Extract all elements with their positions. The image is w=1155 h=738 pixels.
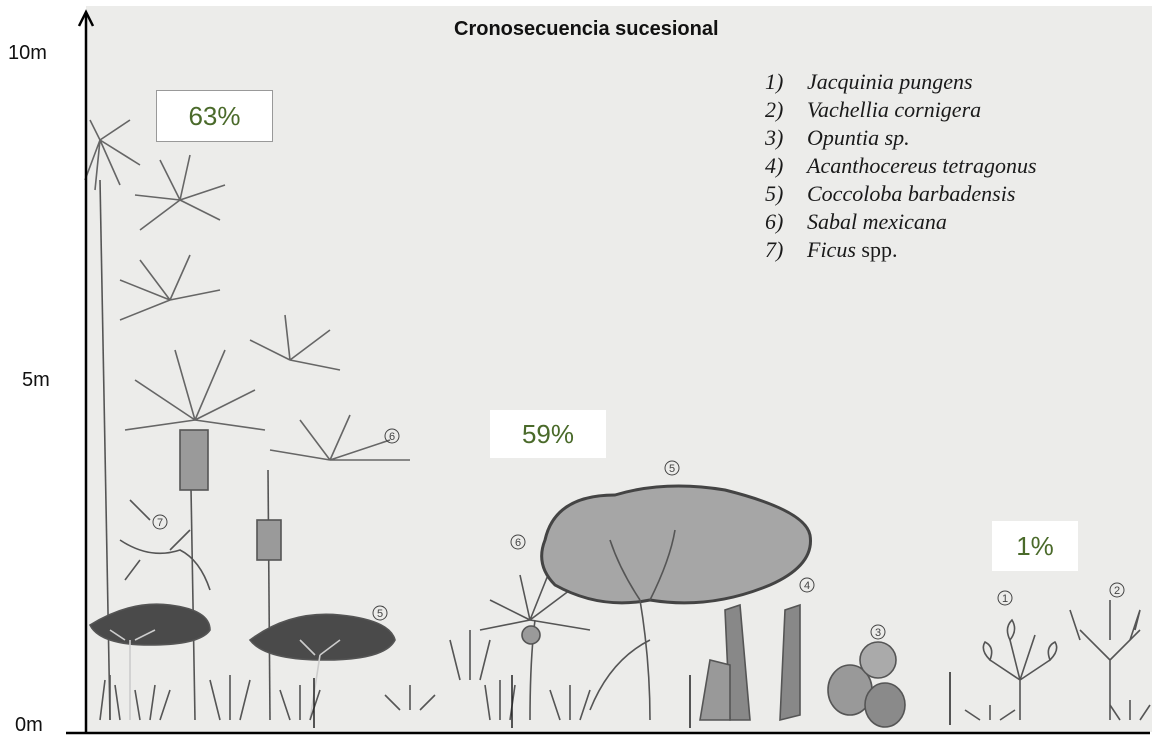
legend-species-name: Opuntia sp. bbox=[807, 125, 910, 150]
stage-badge-1: 1% bbox=[992, 521, 1078, 571]
plant-number-marker: 5 bbox=[665, 461, 679, 475]
ficus-shrub bbox=[120, 500, 210, 590]
legend-species-name: Acanthocereus tetragonus bbox=[807, 153, 1037, 178]
plant-number-marker: 6 bbox=[385, 429, 399, 443]
legend-number: 1) bbox=[765, 68, 807, 96]
legend-species-name: Coccoloba barbadensis bbox=[807, 181, 1015, 206]
legend-number: 3) bbox=[765, 124, 807, 152]
coccoloba-shrub-left bbox=[90, 604, 395, 720]
legend-item: 6)Sabal mexicana bbox=[765, 208, 1037, 236]
coccoloba-tree bbox=[542, 486, 811, 720]
y-tick-10m: 10m bbox=[8, 42, 47, 65]
legend-item: 5)Coccoloba barbadensis bbox=[765, 180, 1037, 208]
svg-text:3: 3 bbox=[875, 627, 881, 639]
legend-species-name: Vachellia cornigera bbox=[807, 97, 981, 122]
legend-number: 7) bbox=[765, 236, 807, 264]
legend-number: 5) bbox=[765, 180, 807, 208]
legend-species-name: Sabal mexicana bbox=[807, 209, 947, 234]
legend-number: 6) bbox=[765, 208, 807, 236]
opuntia-cactus bbox=[828, 642, 905, 727]
svg-text:1: 1 bbox=[1002, 593, 1008, 605]
legend-item: 2)Vachellia cornigera bbox=[765, 96, 1037, 124]
svg-text:6: 6 bbox=[389, 431, 395, 443]
legend-species-name: Ficus bbox=[807, 237, 856, 262]
svg-text:6: 6 bbox=[515, 537, 521, 549]
stage-badge-59: 59% bbox=[490, 410, 606, 458]
y-tick-0m: 0m bbox=[15, 714, 43, 737]
legend-number: 4) bbox=[765, 152, 807, 180]
plant-number-marker: 7 bbox=[153, 515, 167, 529]
legend-item: 7)Ficus spp. bbox=[765, 236, 1037, 264]
svg-text:5: 5 bbox=[669, 463, 675, 475]
svg-text:7: 7 bbox=[157, 517, 163, 529]
jacquinia-shrub bbox=[983, 620, 1056, 720]
svg-text:2: 2 bbox=[1114, 585, 1120, 597]
legend-item: 4)Acanthocereus tetragonus bbox=[765, 152, 1037, 180]
plant-number-marker: 5 bbox=[373, 606, 387, 620]
legend-number: 2) bbox=[765, 96, 807, 124]
plant-number-marker: 1 bbox=[998, 591, 1012, 605]
plant-number-marker: 2 bbox=[1110, 583, 1124, 597]
svg-text:5: 5 bbox=[377, 608, 383, 620]
legend-suffix: spp. bbox=[856, 237, 898, 262]
svg-text:4: 4 bbox=[804, 580, 810, 592]
legend-item: 3)Opuntia sp. bbox=[765, 124, 1037, 152]
stage-badge-63: 63% bbox=[156, 90, 273, 142]
plant-number-marker: 4 bbox=[800, 578, 814, 592]
legend-species-name: Jacquinia pungens bbox=[807, 69, 973, 94]
legend-item: 1)Jacquinia pungens bbox=[765, 68, 1037, 96]
diagram-title: Cronosecuencia sucesional bbox=[454, 18, 719, 41]
acanthocereus-cactus bbox=[700, 605, 800, 720]
y-tick-5m: 5m bbox=[22, 369, 50, 392]
plant-number-marker: 3 bbox=[871, 625, 885, 639]
plant-number-marker: 6 bbox=[511, 535, 525, 549]
